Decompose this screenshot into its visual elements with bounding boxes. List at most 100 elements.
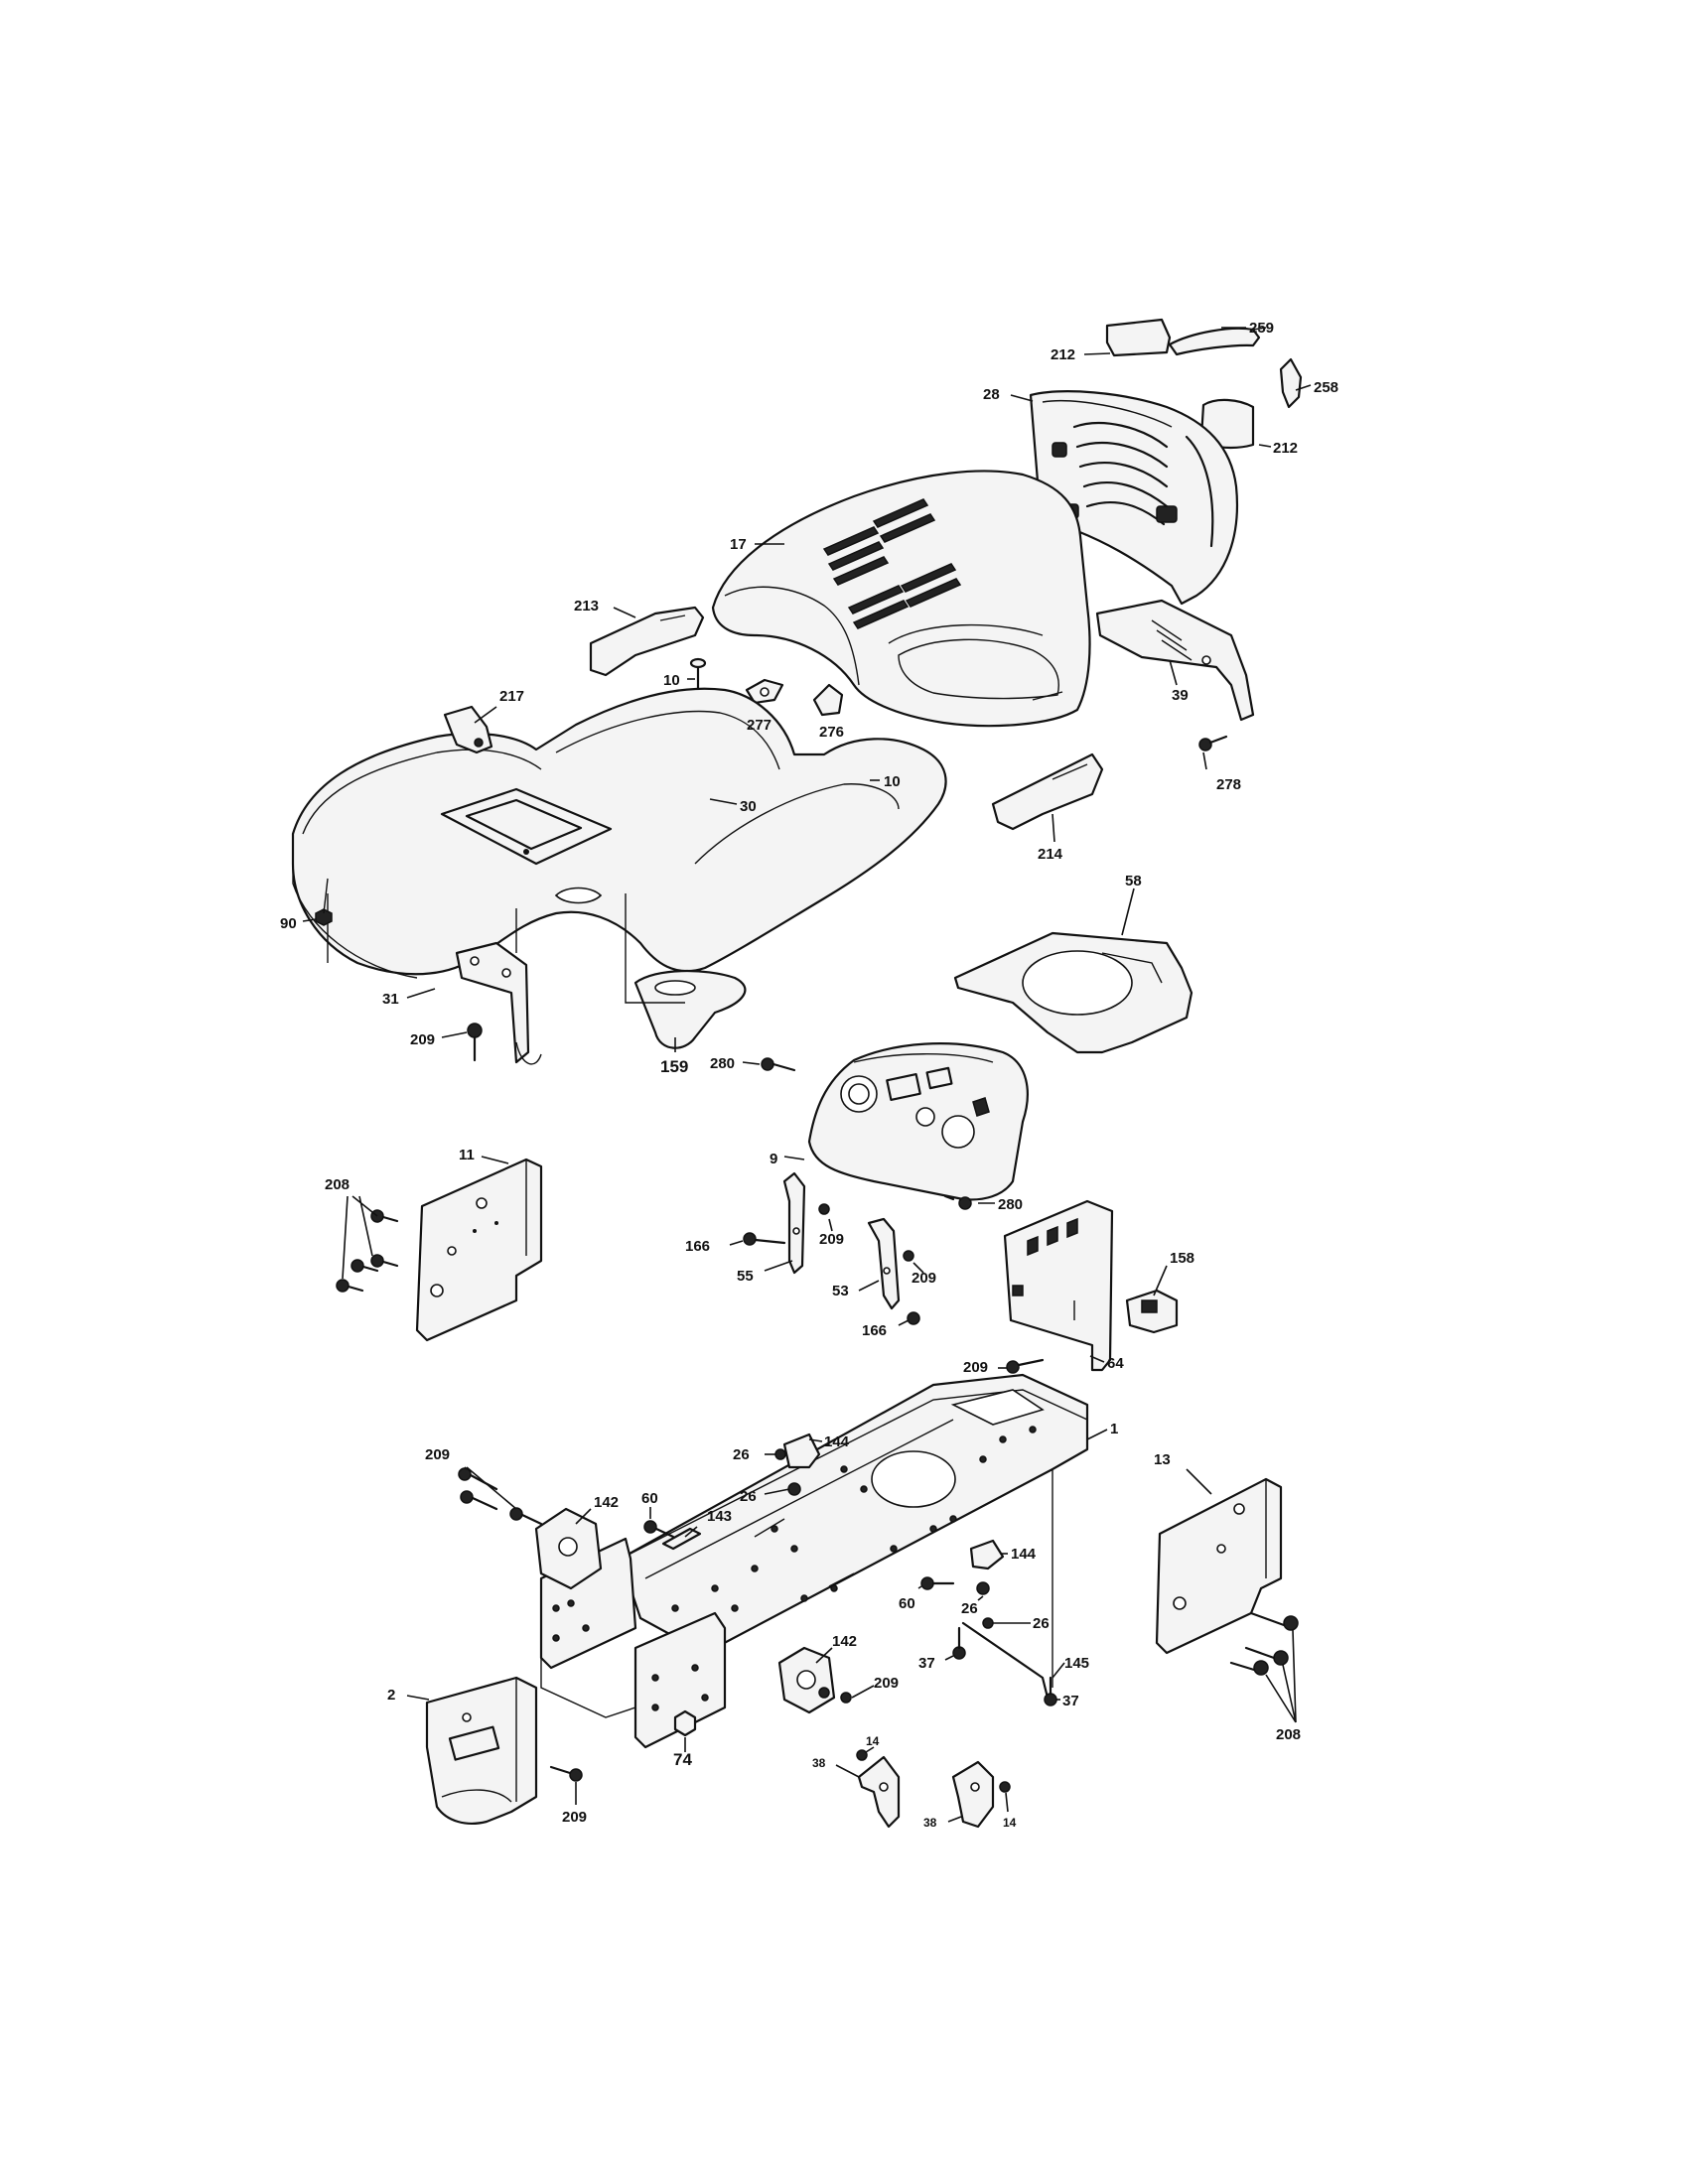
callout-9: 9 [770,1151,777,1167]
callout-166-a: 166 [685,1238,710,1255]
hood-vents [822,498,962,629]
callout-208-b: 208 [1276,1726,1301,1743]
part-209-screw-b [818,1203,830,1215]
callout-10-a: 10 [663,672,680,689]
leader-lines [302,327,1312,1823]
callout-209-e: 209 [425,1446,450,1463]
part-58-shroud [953,931,1193,1054]
callout-277: 277 [747,717,772,734]
callout-58: 58 [1125,873,1142,889]
part-37-bolt-a [952,1626,966,1660]
callout-30: 30 [740,798,757,815]
callout-11: 11 [459,1147,475,1163]
part-11-side-plate [415,1158,543,1342]
callout-280-b: 280 [998,1196,1023,1213]
callout-209-f: 209 [874,1675,899,1692]
part-142-plate-b [777,1646,836,1714]
part-1-frame [619,1373,1089,1688]
callout-258: 258 [1314,379,1338,396]
part-208-screws-b [1229,1611,1299,1676]
part-30-fender [291,687,947,979]
part-143-spacer [661,1527,702,1551]
part-55-bracket [782,1171,806,1275]
callout-26-c: 26 [961,1600,978,1617]
callout-38-a: 38 [812,1756,826,1770]
callout-159: 159 [660,1057,688,1076]
part-280-screw-b [943,1194,972,1210]
part-142-plate-a [534,1507,603,1590]
part-28-grille [1029,390,1238,606]
callout-209-d: 209 [963,1359,988,1376]
callout-145: 145 [1064,1655,1089,1672]
callout-60-b: 60 [899,1595,915,1612]
part-38-bracket-b [951,1760,995,1829]
part-159-cup [625,893,747,1049]
part-278-screw [1198,735,1228,751]
callout-278: 278 [1216,776,1241,793]
callout-280-a: 280 [710,1055,735,1072]
part-213-side-panel [589,606,705,677]
part-38-bracket-a [857,1755,901,1829]
callout-74: 74 [673,1750,692,1769]
callout-14-a: 14 [866,1734,880,1748]
callout-209-g: 209 [562,1809,587,1826]
part-209-screw-g [549,1765,583,1782]
part-9-dash [807,1042,1029,1201]
dash-recess [440,787,613,866]
part-276-clip [812,683,844,717]
callout-37-a: 37 [918,1655,935,1672]
callout-144-b: 144 [1011,1546,1037,1563]
callout-10-b: 10 [884,773,901,790]
part-214-side-panel [991,752,1104,831]
part-212-lens-upper [1105,318,1172,357]
callout-38-b: 38 [923,1816,937,1830]
part-64-panel [1003,1199,1114,1372]
part-53-bracket [867,1217,901,1310]
part-31-bracket [455,941,542,1065]
part-166-screw-a [743,1232,786,1246]
callout-214: 214 [1038,846,1063,863]
callout-212-lower: 212 [1273,440,1298,457]
part-144-bracket-b [969,1539,1005,1570]
part-14-screw-a [856,1749,868,1761]
callout-209-c: 209 [912,1270,936,1287]
callout-28: 28 [983,386,1000,403]
callout-142-b: 142 [832,1633,857,1650]
part-209-screws-f [818,1687,852,1704]
part-74-bushing [673,1709,697,1737]
callout-143: 143 [707,1508,732,1525]
part-158-switch [1125,1289,1179,1334]
callout-39: 39 [1172,687,1189,704]
callout-17: 17 [730,536,747,553]
part-26-nut-b [787,1482,801,1496]
callout-55: 55 [737,1268,754,1285]
callout-53: 53 [832,1283,849,1299]
callout-labels: 259 212 258 28 212 17 213 10 277 276 39 … [280,320,1338,1830]
callout-142-a: 142 [594,1494,619,1511]
callout-259: 259 [1249,320,1274,337]
part-277-clip [745,678,784,705]
callout-209-a: 209 [410,1031,435,1048]
callout-213: 213 [574,598,599,614]
part-13-side-plate [1155,1477,1283,1655]
callout-14-b: 14 [1003,1816,1017,1830]
part-60-bolt-a [643,1520,675,1539]
part-17-hood [711,470,1091,728]
part-26-nut-d [982,1617,994,1629]
part-258-bracket [1279,357,1303,409]
callout-208-a: 208 [325,1176,350,1193]
callout-209-b: 209 [819,1231,844,1248]
part-2-front-plate [425,1676,538,1825]
callout-158: 158 [1170,1250,1194,1267]
callout-276: 276 [819,724,844,741]
part-209-screws-e [458,1467,543,1526]
callout-144-a: 144 [824,1433,850,1450]
frame-holes [671,1426,1037,1612]
part-26-nut-a [774,1448,786,1460]
callout-166-b: 166 [862,1322,887,1339]
part-26-nut-c [976,1581,990,1595]
part-209-screw-d [1006,1358,1045,1374]
callout-1: 1 [1110,1421,1118,1437]
callout-37-b: 37 [1062,1693,1079,1709]
